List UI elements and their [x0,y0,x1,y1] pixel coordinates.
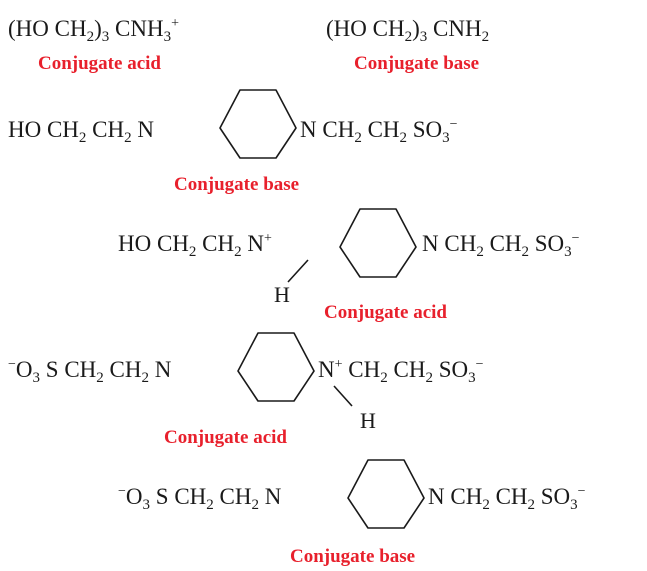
pipes-base-right-chain: N CH2 CH2 SO3− [428,484,586,513]
hepes-acid-left-chain: HO CH2 CH2 N+ [118,231,272,260]
tris-conjugate-acid-formula: (HO CH2)3 CNH3+ [8,16,179,45]
hepes-base-right-chain: N CH2 CH2 SO3− [300,117,458,146]
tris-conjugate-acid-label: Conjugate acid [38,53,161,74]
hepes-acid-nh-bond [287,259,309,283]
hepes-acid-right-chain: N CH2 CH2 SO3− [422,231,580,260]
pipes-acid-nh-bond [333,385,353,407]
tris-conjugate-base-formula: (HO CH2)3 CNH2 [326,16,490,45]
pipes-acid-hydrogen: H [360,408,376,433]
pipes-base-left-chain: −O3 S CH2 CH2 N [118,484,282,513]
pipes-base-piperazine-ring [347,459,425,529]
pipes-acid-left-chain: −O3 S CH2 CH2 N [8,357,172,386]
hepes-acid-piperazine-ring [339,208,417,278]
pipes-conjugate-base-label: Conjugate base [290,546,416,567]
hepes-acid-hydrogen: H [274,282,290,307]
pipes-acid-piperazine-ring [237,332,315,402]
hepes-base-piperazine-ring [219,89,297,159]
hepes-base-left-chain: HO CH2 CH2 N [8,117,154,146]
hepes-conjugate-base-label: Conjugate base [174,174,300,195]
hepes-conjugate-acid-label: Conjugate acid [324,302,447,323]
tris-conjugate-base-label: Conjugate base [354,53,480,74]
pipes-acid-right-chain: N+ CH2 CH2 SO3− [318,357,484,386]
pipes-conjugate-acid-label: Conjugate acid [164,427,287,448]
